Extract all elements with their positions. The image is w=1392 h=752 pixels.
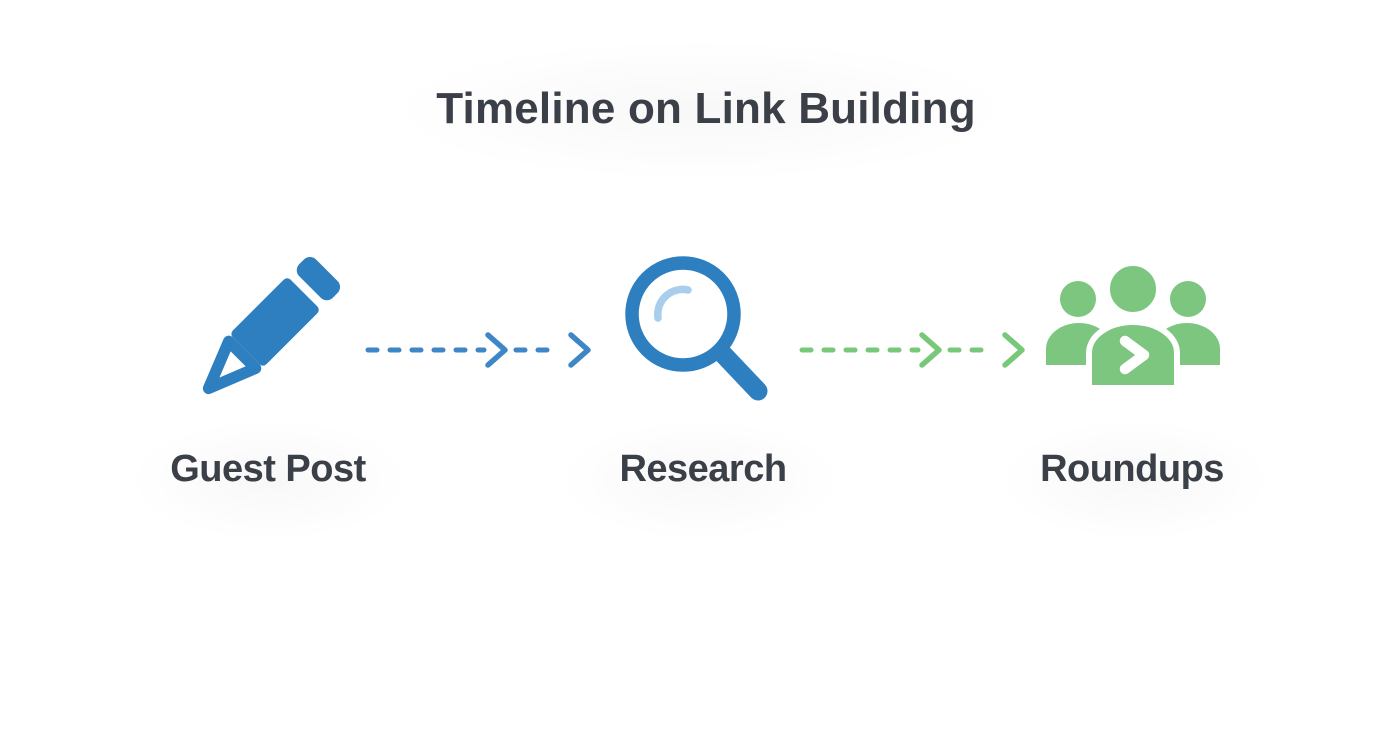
people-group-icon xyxy=(1043,259,1223,393)
magnifier-icon xyxy=(622,255,772,405)
step-label-guest-post: Guest Post xyxy=(170,448,366,490)
diagram-title: Timeline on Link Building xyxy=(436,84,976,133)
step-label-research: Research xyxy=(619,448,787,490)
pencil-icon xyxy=(170,237,360,427)
dashed-arrow-blue xyxy=(365,332,591,368)
dashed-arrow-green xyxy=(799,332,1025,368)
step-label-roundups: Roundups xyxy=(1040,448,1224,490)
